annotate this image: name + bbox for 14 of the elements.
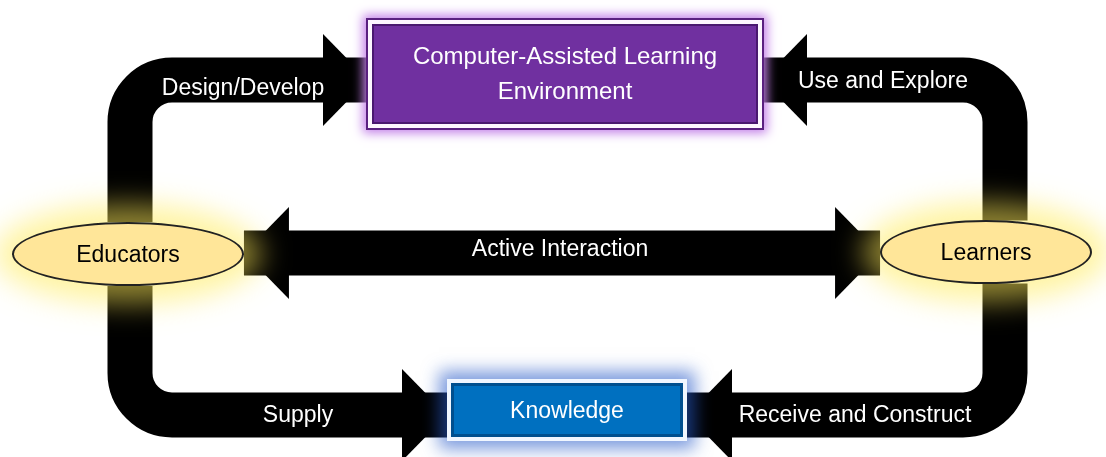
process-box (447, 379, 687, 441)
thick-arrow (243, 207, 881, 299)
node-label: Computer-Assisted Learning Environment (411, 41, 719, 106)
ellipse-node (880, 220, 1092, 284)
node-label: Learners (940, 238, 1032, 266)
edge-label: Design/Develop (161, 73, 325, 101)
ellipse-node (12, 222, 244, 286)
process-box (368, 20, 762, 128)
edge-label: Active Interaction (471, 234, 649, 262)
edge-label: Receive and Construct (738, 400, 972, 428)
node-label: Educators (76, 240, 180, 268)
node-label: Knowledge (510, 396, 624, 424)
edge-label: Use and Explore (798, 66, 968, 94)
edge-label: Supply (262, 400, 334, 428)
